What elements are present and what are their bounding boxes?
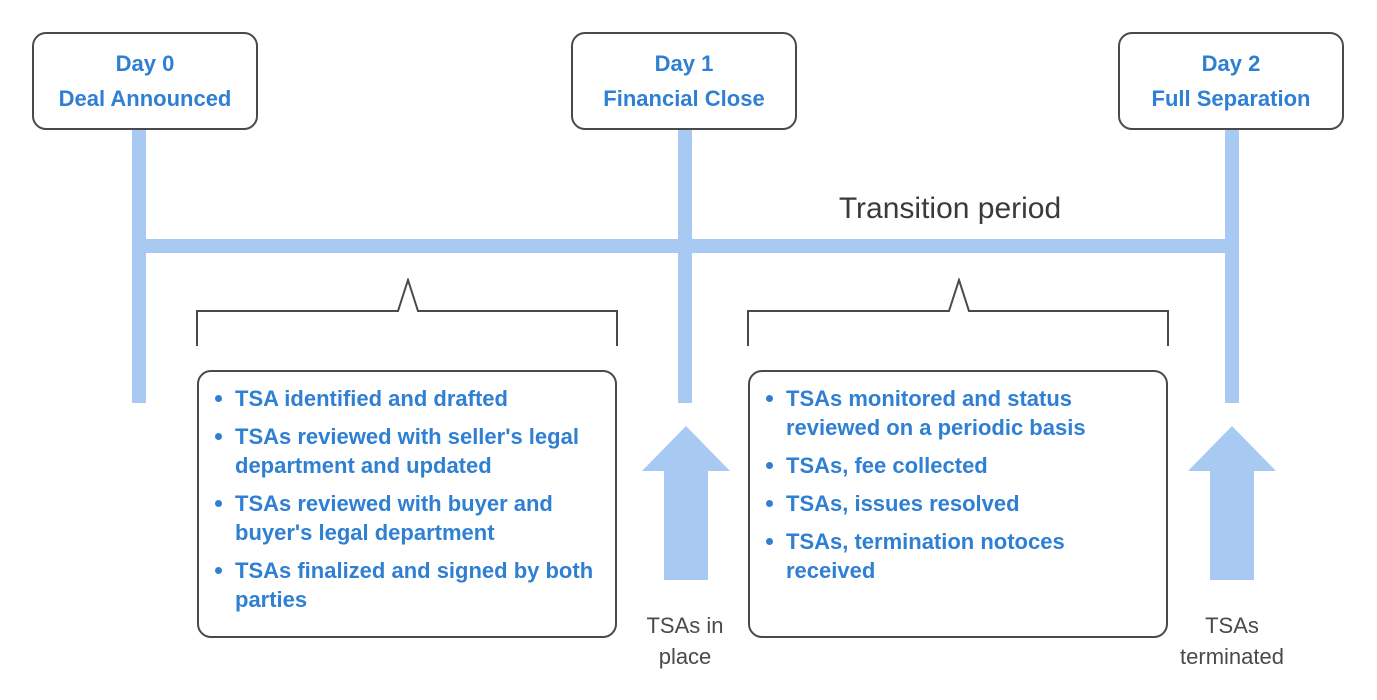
left-brace [196,278,618,346]
list-item: TSAs finalized and signed by both partie… [213,556,605,614]
transition-activities-list: TSAs monitored and status reviewed on a … [764,384,1156,585]
timeline-bar-day2 [1225,130,1239,403]
tsas-terminated-arrow-icon [1188,426,1276,580]
list-item: TSA identified and drafted [213,384,605,413]
milestone-day2-day: Day 2 [1201,51,1261,76]
list-item: TSAs, issues resolved [764,489,1156,518]
list-item: TSAs reviewed with buyer and buyer's leg… [213,489,605,547]
tsas-terminated-label: TSAs terminated [1152,610,1312,672]
list-item: TSAs, termination notoces received [764,527,1156,585]
tsas-terminated-line1: TSAs [1205,613,1259,638]
milestone-day2: Day 2 Full Separation [1118,32,1344,130]
list-item: TSAs reviewed with seller's legal depart… [213,422,605,480]
pre-close-activities-box: TSA identified and drafted TSAs reviewed… [197,370,617,638]
milestone-day1-label: Financial Close [603,86,765,111]
transition-period-label: Transition period [838,192,1062,225]
tsas-terminated-line2: terminated [1180,644,1284,669]
milestone-day0: Day 0 Deal Announced [32,32,258,130]
tsas-in-place-label: TSAs in place [615,610,755,672]
list-item: TSAs monitored and status reviewed on a … [764,384,1156,442]
milestone-day1: Day 1 Financial Close [571,32,797,130]
milestone-day1-day: Day 1 [654,51,714,76]
transition-activities-box: TSAs monitored and status reviewed on a … [748,370,1168,638]
milestone-day0-label: Deal Announced [58,86,232,111]
pre-close-activities-list: TSA identified and drafted TSAs reviewed… [213,384,605,614]
tsas-in-place-arrow-icon [642,426,730,580]
right-brace [747,278,1169,346]
list-item: TSAs, fee collected [764,451,1156,480]
milestone-day0-day: Day 0 [115,51,175,76]
timeline-bar-day1 [678,130,692,403]
timeline-horizontal-bar [139,239,1232,253]
milestone-day2-label: Full Separation [1151,86,1311,111]
timeline-bar-day0 [132,130,146,403]
tsas-in-place-line2: place [658,644,712,669]
tsas-in-place-line1: TSAs in [646,613,724,638]
